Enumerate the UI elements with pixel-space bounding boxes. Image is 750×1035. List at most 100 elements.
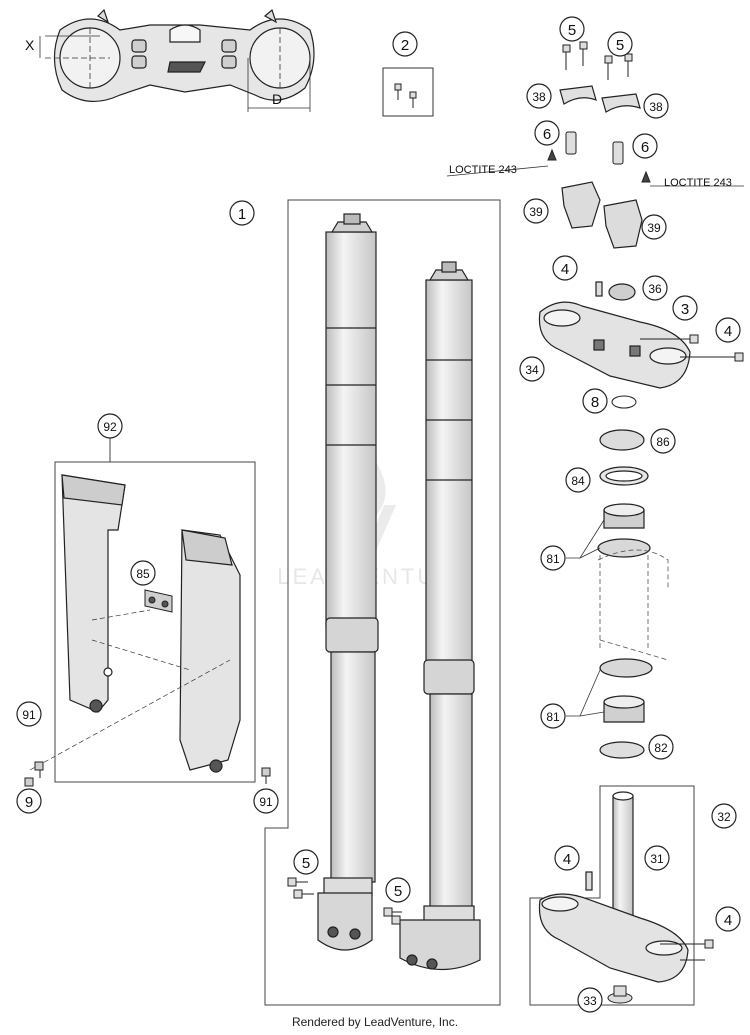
nut-33 (607, 985, 633, 1004)
svg-text:91: 91 (22, 708, 36, 722)
svg-text:81: 81 (546, 710, 560, 724)
svg-text:39: 39 (647, 221, 661, 235)
part-2-box (382, 67, 434, 117)
svg-text:1: 1 (238, 206, 246, 223)
svg-text:86: 86 (656, 435, 670, 449)
upper-triple-clamp-34 (538, 281, 691, 389)
callout-38b: 38 (643, 93, 669, 119)
callout-31: 31 (644, 845, 670, 871)
svg-text:2: 2 (401, 37, 409, 54)
steering-stem-31 (612, 791, 634, 925)
callout-38a: 38 (526, 83, 552, 109)
svg-text:34: 34 (525, 363, 539, 377)
callout-33: 33 (577, 987, 603, 1013)
callout-5a: 5 (293, 849, 319, 875)
callout-5d: 5 (607, 31, 633, 57)
callout-91a: 91 (16, 701, 42, 727)
svg-text:8: 8 (591, 394, 599, 411)
callout-82: 82 (648, 734, 674, 760)
callout-6a: 6 (534, 120, 560, 146)
svg-text:5: 5 (616, 37, 624, 54)
bearing-stack (597, 429, 653, 759)
svg-text:38: 38 (649, 100, 663, 114)
callout-4c: 4 (554, 845, 580, 871)
callout-91b: 91 (253, 788, 279, 814)
part-2-bolts (394, 83, 417, 108)
handlebar-bolts-5 (562, 41, 633, 80)
svg-text:31: 31 (650, 852, 664, 866)
svg-text:4: 4 (561, 261, 569, 278)
callout-1: 1 (229, 200, 255, 226)
svg-text:84: 84 (571, 474, 585, 488)
svg-text:9: 9 (25, 794, 33, 811)
callout-4a: 4 (552, 255, 578, 281)
svg-text:82: 82 (654, 741, 668, 755)
callout-34: 34 (519, 356, 545, 382)
callout-86: 86 (650, 428, 676, 454)
callout-6b: 6 (632, 133, 658, 159)
lower-clamp-bolts (660, 939, 714, 961)
svg-text:5: 5 (394, 883, 402, 900)
dimension-d-label: D (272, 91, 282, 107)
fork-guard-box (54, 461, 256, 783)
callout-8: 8 (582, 388, 608, 414)
lower-clamp-bracket (529, 785, 695, 1006)
callout-5c: 5 (559, 16, 585, 42)
svg-text:39: 39 (529, 205, 543, 219)
right-fork-leg (399, 261, 481, 971)
guard-bolts (24, 761, 271, 787)
svg-text:81: 81 (546, 552, 560, 566)
svg-text:5: 5 (302, 855, 310, 872)
lower-triple-clamp (538, 871, 689, 983)
callout-39b: 39 (641, 214, 667, 240)
svg-text:4: 4 (563, 851, 571, 868)
callout-92: 92 (97, 413, 123, 439)
svg-text:4: 4 (724, 912, 732, 929)
callout-5b: 5 (385, 877, 411, 903)
upper-bar-clamps-38 (559, 85, 641, 113)
svg-text:32: 32 (717, 810, 731, 824)
callout-36: 36 (642, 275, 668, 301)
callout-84: 84 (565, 467, 591, 493)
svg-text:91: 91 (259, 795, 273, 809)
svg-text:6: 6 (641, 139, 649, 156)
left-fork-leg (317, 213, 379, 951)
callout-85: 85 (130, 560, 156, 586)
svg-text:6: 6 (543, 126, 551, 143)
callouts: 2 1 92 85 91 9 91 5 5 5 5 38 38 6 6 39 3… (16, 16, 741, 1013)
callout-9: 9 (16, 788, 42, 814)
steering-head-outline (597, 549, 669, 661)
clamp-bolts-left (287, 877, 314, 899)
footer-credit: Rendered by LeadVenture, Inc. (291, 1015, 459, 1029)
clamp-bolts-right (383, 907, 410, 925)
callout-3: 3 (672, 295, 698, 321)
callout-81-leaders (566, 519, 605, 717)
dimension-lines (39, 28, 311, 112)
svg-text:5: 5 (568, 22, 576, 39)
callout-4b: 4 (715, 317, 741, 343)
clamp-bolts-6 (547, 131, 651, 183)
callout-2: 2 (392, 31, 418, 57)
svg-text:36: 36 (648, 282, 662, 296)
svg-text:3: 3 (681, 301, 689, 318)
callout-39a: 39 (523, 198, 549, 224)
fork-guard-left (61, 474, 126, 713)
fork-guard-right (179, 529, 241, 773)
dimension-x-label: X (25, 37, 35, 53)
svg-text:92: 92 (103, 420, 117, 434)
callout-81b: 81 (540, 703, 566, 729)
svg-text:38: 38 (532, 90, 546, 104)
triple-clamp-dimension-view (53, 8, 315, 103)
fork-group-bracket (264, 199, 501, 1006)
lower-bar-clamps-39 (561, 181, 643, 249)
svg-text:33: 33 (583, 994, 597, 1008)
callout-4d: 4 (715, 906, 741, 932)
loctite-leaders (446, 165, 744, 187)
oring-8 (611, 395, 637, 409)
callout-81a: 81 (540, 545, 566, 571)
guard-clamp-85 (144, 589, 173, 613)
upper-clamp-bolts (640, 334, 744, 362)
svg-text:4: 4 (724, 323, 732, 340)
callout-32: 32 (711, 803, 737, 829)
